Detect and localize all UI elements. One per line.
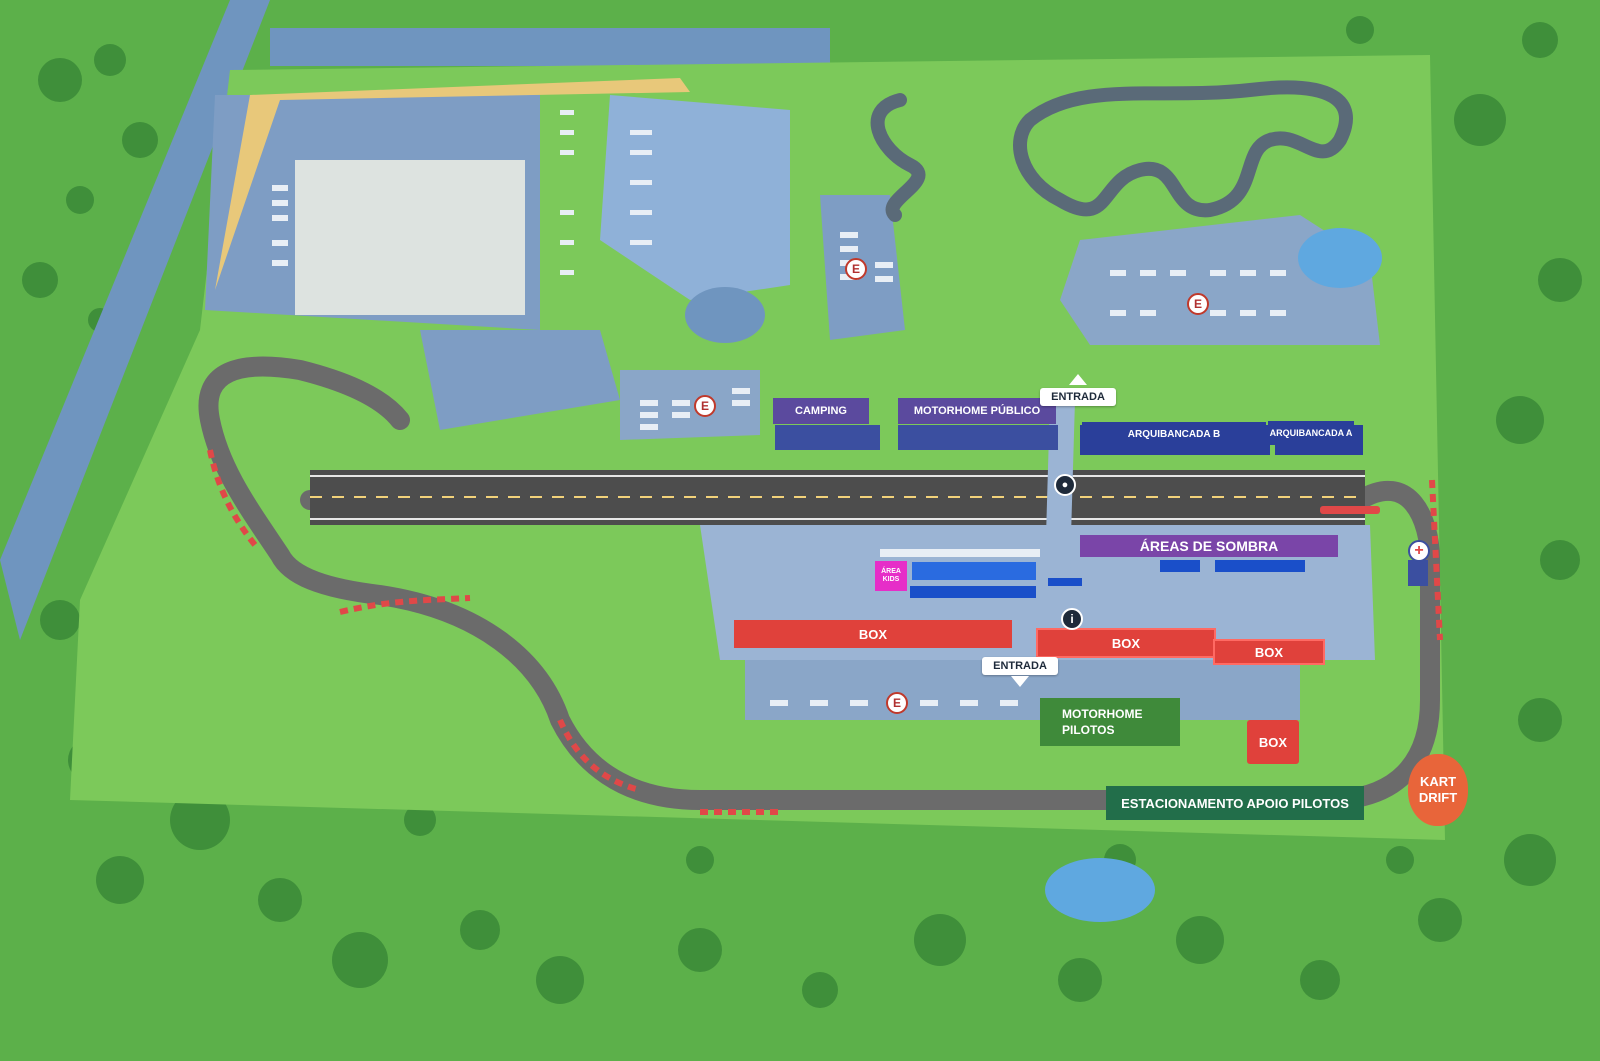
- info-marker-icon: i: [1061, 608, 1083, 630]
- driver-support-parking-label: ESTACIONAMENTO APOIO PILOTOS: [1106, 786, 1364, 820]
- shade-areas-label: ÁREAS DE SOMBRA: [1080, 535, 1338, 557]
- entrance-label-north: ENTRADA: [1040, 388, 1116, 406]
- entrance-arrow-icon: [1069, 374, 1087, 385]
- car-marker-icon: ●: [1054, 474, 1076, 496]
- camping-area-label: CAMPING: [773, 398, 869, 424]
- entrance-label-south: ENTRADA: [982, 657, 1058, 675]
- box-label-4: BOX: [1247, 720, 1299, 764]
- box-label-1: BOX: [734, 620, 1012, 648]
- grandstand-b-label: ARQUIBANCADA B: [1082, 422, 1266, 446]
- public-motorhome-area-label: MOTORHOME PÚBLICO: [898, 398, 1056, 424]
- entrance-arrow-icon: [1011, 676, 1029, 687]
- kart-drift-area-label: KART DRIFT: [1408, 754, 1468, 826]
- parking-marker-icon: E: [886, 692, 908, 714]
- grandstand-a-label: ARQUIBANCADA A: [1268, 421, 1354, 445]
- kids-area-label: ÁREA KIDS: [875, 561, 907, 591]
- box-label-3: BOX: [1213, 639, 1325, 665]
- parking-marker-icon: E: [694, 395, 716, 417]
- medical-cross-icon: +: [1408, 540, 1430, 562]
- driver-motorhome-area-label: MOTORHOME PILOTOS: [1040, 698, 1180, 746]
- parking-marker-icon: E: [845, 258, 867, 280]
- parking-marker-icon: E: [1187, 293, 1209, 315]
- box-label-2: BOX: [1036, 628, 1216, 658]
